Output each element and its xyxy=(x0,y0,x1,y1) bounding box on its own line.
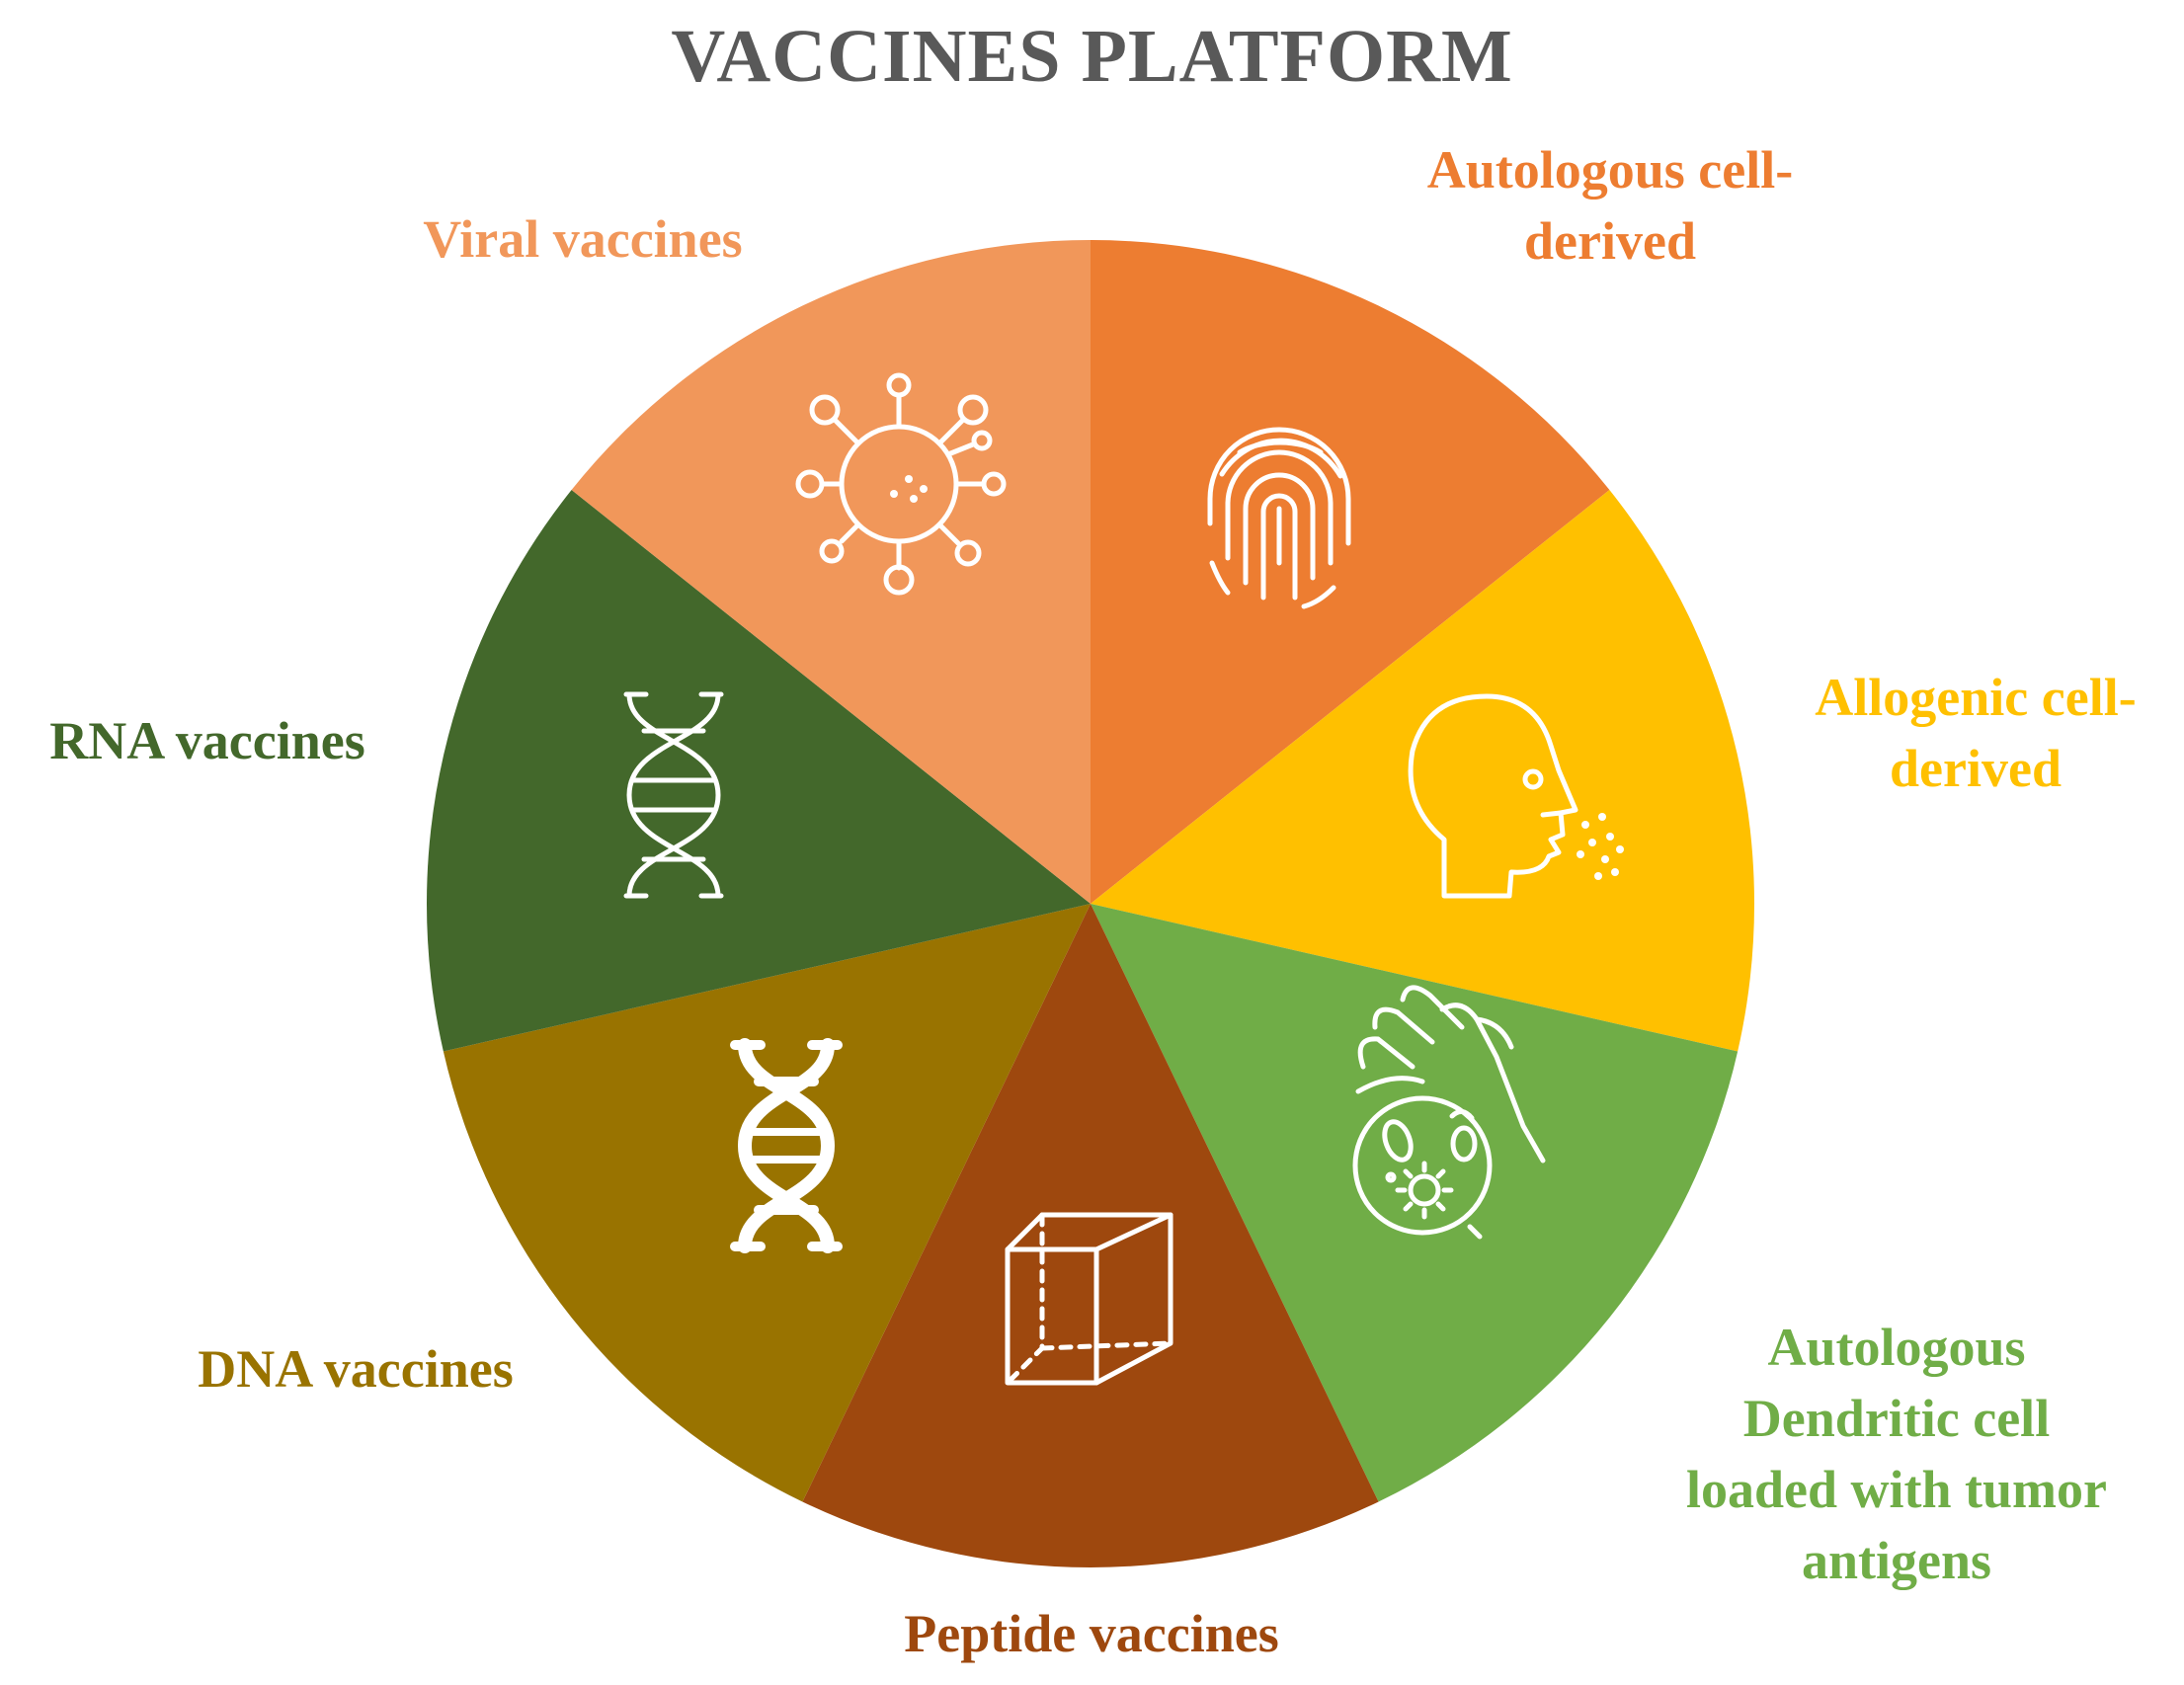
label-dna: DNA vaccines xyxy=(119,1333,593,1404)
cube-icon xyxy=(1005,1212,1173,1386)
label-autologous-cell: Autologous cell-derived xyxy=(1413,134,1808,277)
virus-icon xyxy=(795,372,1007,596)
label-line: Allogenic cell- xyxy=(1815,668,2137,727)
fingerprint-icon xyxy=(1207,427,1351,609)
hand-cell-icon xyxy=(1352,985,1546,1240)
label-rna: RNA vaccines xyxy=(0,705,415,776)
label-line: loaded with tumor xyxy=(1685,1460,2107,1519)
page-title: VACCINES PLATFORM xyxy=(671,15,1513,98)
segment-autologous-cell xyxy=(1091,240,1610,904)
label-line: Autologous cell- xyxy=(1426,140,1794,200)
segment-allogenic-cell xyxy=(1091,490,1754,1052)
label-line: RNA vaccines xyxy=(49,711,365,770)
segment-rna xyxy=(427,490,1092,1052)
label-viral: Viral vaccines xyxy=(346,203,820,275)
label-line: antigens xyxy=(1801,1531,1992,1590)
label-peptide: Peptide vaccines xyxy=(770,1598,1413,1669)
label-line: DNA vaccines xyxy=(198,1339,514,1399)
label-line: derived xyxy=(1890,739,2062,798)
rna-helix-icon xyxy=(623,691,724,899)
dna-bold-icon xyxy=(730,1038,843,1253)
label-line: Viral vaccines xyxy=(423,209,743,269)
label-allogenic-cell: Allogenic cell-derived xyxy=(1778,662,2173,804)
segment-peptide xyxy=(802,904,1379,1567)
label-line: Peptide vaccines xyxy=(904,1604,1279,1663)
head-breath-icon xyxy=(1408,693,1624,899)
label-line: Autologous xyxy=(1767,1318,2026,1377)
label-line: Dendritic cell xyxy=(1742,1389,2051,1448)
label-line: derived xyxy=(1524,211,1696,271)
wheel-segments xyxy=(427,240,1754,1567)
segment-dna xyxy=(443,904,1092,1502)
